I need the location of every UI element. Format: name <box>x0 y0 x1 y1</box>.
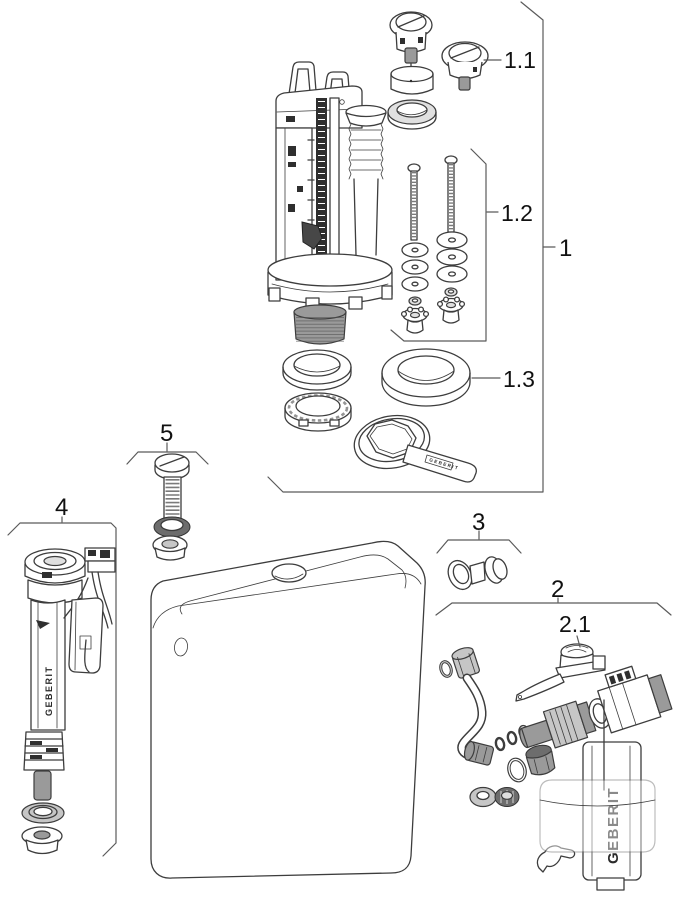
retaining-clip <box>536 845 576 873</box>
actuator-bezel <box>390 63 434 95</box>
part-label-2-1: 2.1 <box>559 611 591 637</box>
flush-valve-assembly <box>267 61 393 345</box>
tank-seal-ring <box>381 348 471 407</box>
wing-nut-right <box>436 296 466 324</box>
connector-bolt-set <box>152 453 191 561</box>
part-label-1-2: 1.2 <box>501 200 533 226</box>
bracket-group-4 <box>7 522 117 857</box>
actuator-seal-ring <box>387 99 437 130</box>
part-label-2: 2 <box>551 576 564 603</box>
button-grommet <box>447 556 508 591</box>
bracket-group-1 <box>267 1 544 493</box>
fill-valve-lateral-group: GEBERIT <box>439 643 673 891</box>
part-label-1-3: 1.3 <box>503 366 535 392</box>
fill-valve-bottom-supply: GEBERIT <box>21 547 116 855</box>
part-label-4: 4 <box>55 494 68 521</box>
actuator-button-set <box>387 11 489 130</box>
part-label-1: 1 <box>559 235 572 262</box>
lock-nut <box>284 392 352 432</box>
part-label-5: 5 <box>160 420 173 447</box>
part-label-1-1: 1.1 <box>504 47 536 73</box>
bracket-group-2 <box>435 602 672 616</box>
wing-nut-left <box>400 306 430 334</box>
part-label-3: 3 <box>472 509 485 536</box>
cistern-tank <box>150 540 426 879</box>
flange-gasket <box>282 349 352 391</box>
fastening-bolt-set <box>400 155 468 334</box>
callout-brackets <box>7 1 672 857</box>
float-cup <box>539 779 656 853</box>
lever-actuator <box>515 643 606 702</box>
bracket-group-5 <box>126 451 209 465</box>
fill-valve-lateral: GEBERIT <box>519 665 673 891</box>
valve4-brand-text: GEBERIT <box>44 665 54 716</box>
service-wrench: GEBERIT <box>353 414 477 483</box>
bracket-group-3 <box>436 539 522 554</box>
actuator-button-alt <box>441 41 489 91</box>
part-labels: 1 1.1 1.2 1.3 2 2.1 3 4 5 <box>55 47 591 637</box>
bracket-group-1-2 <box>390 148 487 342</box>
